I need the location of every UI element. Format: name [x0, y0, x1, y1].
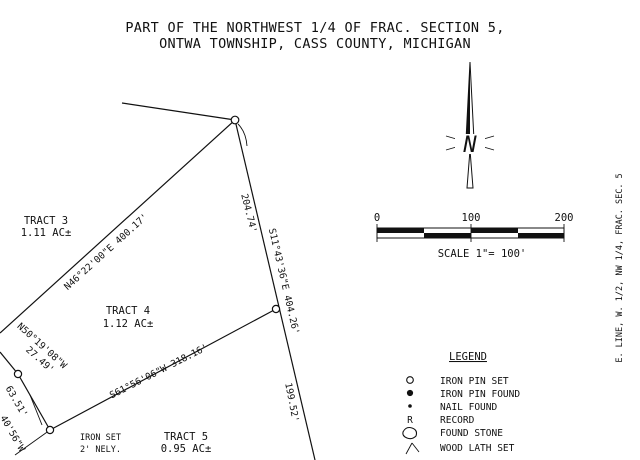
legend-label-record: RECORD: [440, 415, 475, 426]
open-circle-icon: [406, 376, 414, 384]
distance-label-204: 204.74': [238, 193, 258, 235]
legend-label-iron-pin-found: IRON PIN FOUND: [440, 389, 520, 400]
tract-3-area: 1.11 AC±: [21, 227, 72, 239]
tract-4-name: TRACT 4: [106, 305, 150, 317]
north-arrow-icon: N: [445, 61, 495, 189]
bearing-label-fragment: 40'56"W: [0, 414, 27, 454]
filled-circle-icon: [406, 389, 414, 397]
wood-lath-icon: [405, 442, 420, 455]
side-note: E. LINE, W. 1/2, NW 1/4, FRAC. SEC. 5: [615, 173, 625, 362]
legend-label-wood-lath-set: WOOD LATH SET: [440, 443, 515, 454]
tract-5-name: TRACT 5: [164, 431, 208, 443]
bearing-label-s11: S11°43'36"E 404.26': [266, 227, 301, 335]
title-line-2: ONTWA TOWNSHIP, CASS COUNTY, MICHIGAN: [159, 36, 471, 52]
title-line-1: PART OF THE NORTHWEST 1/4 OF FRAC. SECTI…: [125, 20, 504, 36]
legend-symbol-record: R: [407, 415, 413, 426]
tract-3-name: TRACT 3: [24, 215, 68, 227]
iron-pin-set-marker: [45, 425, 55, 435]
stone-icon: [402, 426, 418, 440]
dot-icon: [408, 404, 412, 408]
legend-label-nail-found: NAIL FOUND: [440, 402, 497, 413]
legend-label-iron-pin-set: IRON PIN SET: [440, 376, 509, 387]
north-letter: N: [462, 133, 477, 158]
scale-tick-200: 200: [555, 212, 574, 224]
scale-bar: 0 100 200 SCALE 1"= 100': [374, 212, 574, 260]
iron-pin-set-marker: [271, 304, 281, 314]
scale-caption: SCALE 1"= 100': [438, 248, 527, 260]
tract-5-area: 0.95 AC±: [161, 443, 212, 455]
iron-pin-set-marker: [13, 369, 23, 379]
tract-4-area: 1.12 AC±: [103, 318, 154, 330]
note-iron-set: IRON SET: [80, 433, 121, 443]
legend-heading: LEGEND: [449, 351, 487, 363]
note-iron-set-offset: 2' NELY.: [80, 445, 121, 455]
boundary-lines: [0, 102, 316, 460]
bearing-label-n46: N46°22'00"E 400.17': [62, 212, 150, 293]
legend-label-found-stone: FOUND STONE: [440, 428, 503, 439]
iron-pin-set-marker: [230, 115, 240, 125]
bearing-label-s61: S61°56'06"W 318.16': [108, 342, 210, 401]
scale-tick-100: 100: [462, 212, 481, 224]
legend: LEGEND IRON PIN SET IRON PIN FOUND NAIL …: [402, 351, 520, 455]
scale-tick-0: 0: [374, 212, 380, 224]
